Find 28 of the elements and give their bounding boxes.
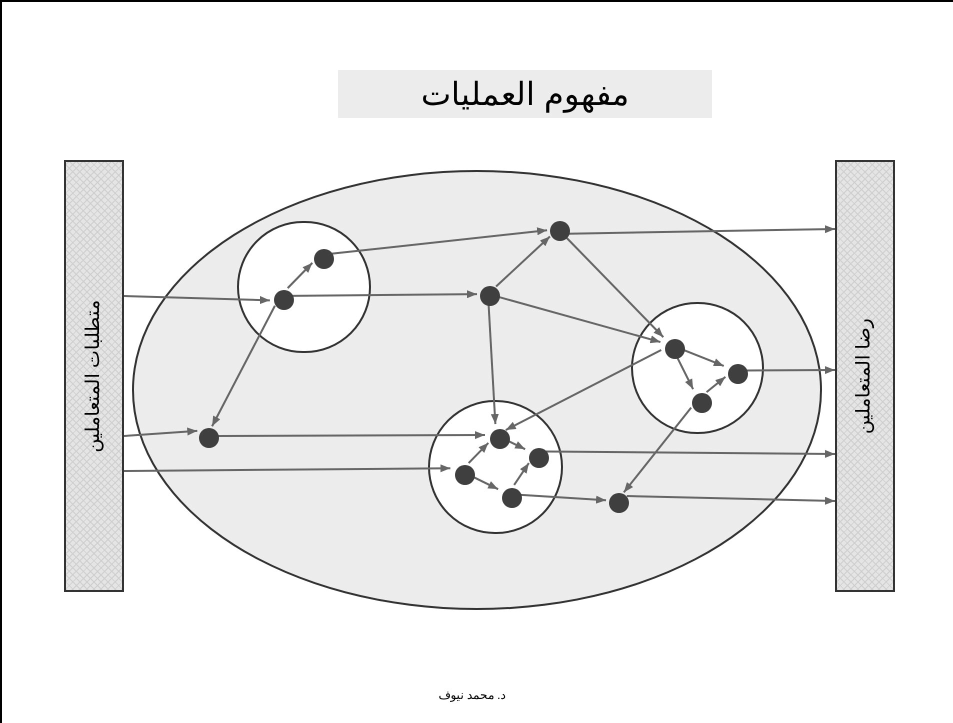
arrow <box>518 494 606 504</box>
arrow <box>706 376 726 393</box>
arrow <box>564 236 664 338</box>
arrow <box>211 305 276 427</box>
arrow <box>468 442 490 464</box>
arrow <box>124 428 198 437</box>
arrow <box>290 290 478 298</box>
arrow <box>626 495 836 505</box>
title: مفهوم العمليات <box>338 70 712 118</box>
arrow <box>498 296 661 344</box>
arrow <box>286 262 314 289</box>
arrow <box>488 304 499 424</box>
arrow <box>124 464 450 472</box>
arrow <box>505 349 662 431</box>
hatched-bar <box>64 160 124 592</box>
arrow <box>124 295 270 304</box>
arrow <box>546 450 835 458</box>
arrow <box>623 407 692 493</box>
arrow <box>330 227 548 255</box>
bar-label: رضا المتعاملين <box>852 318 876 434</box>
bar-label: متطلبات المتعاملين <box>82 300 105 452</box>
arrow <box>568 225 836 235</box>
author-note: د. محمد نيوف <box>437 687 506 704</box>
hatched-bar <box>835 160 895 592</box>
arrow <box>218 431 485 440</box>
arrow <box>495 236 551 288</box>
arrow <box>513 462 530 486</box>
arrow <box>744 366 835 374</box>
